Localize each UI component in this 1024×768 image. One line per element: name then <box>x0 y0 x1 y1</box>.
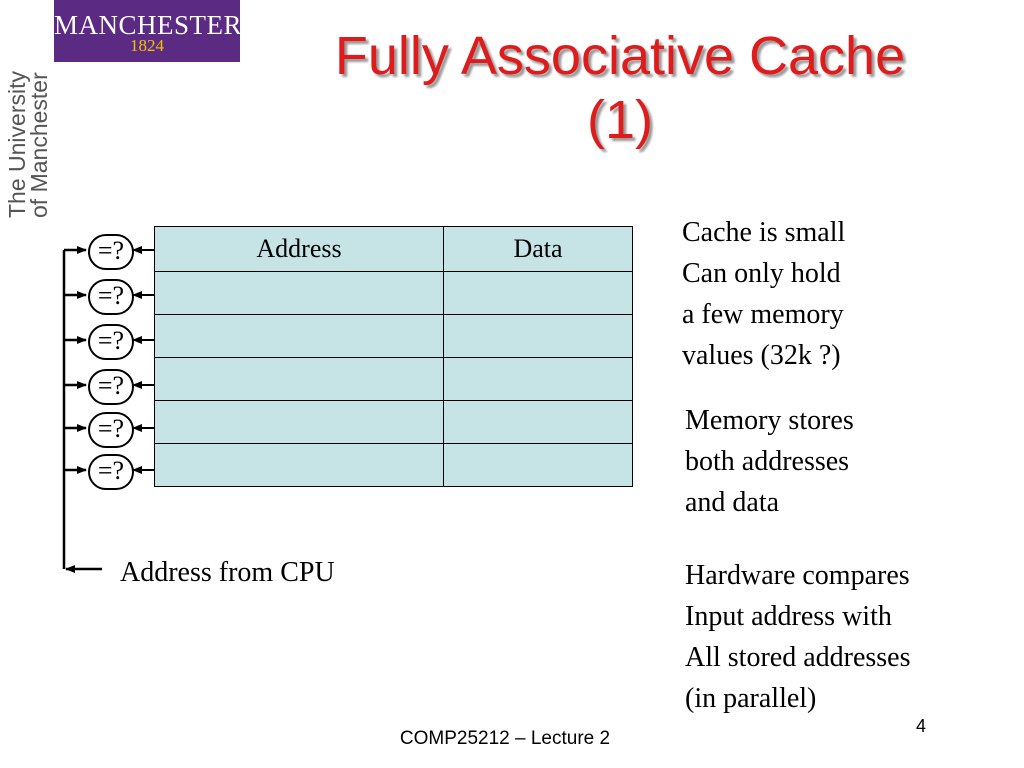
slide-title-line-2: (1) <box>587 90 653 150</box>
slide-footer: COMP25212 – Lecture 2 <box>399 728 611 749</box>
note-line: and data <box>685 487 780 518</box>
note-line: both addresses <box>685 446 850 477</box>
comparator: =? <box>88 234 134 270</box>
logo-year: 1824 <box>130 36 164 55</box>
note-line: a few memory <box>682 299 844 330</box>
data-cell <box>443 443 633 487</box>
comparator: =? <box>88 279 134 315</box>
address-cell <box>154 443 444 487</box>
note-line: All stored addresses <box>685 642 911 673</box>
data-cell <box>443 314 633 358</box>
comparator: =? <box>88 324 134 360</box>
cache-row <box>154 271 633 315</box>
note-line: Input address with <box>685 601 892 632</box>
note-memory-stores: Memory stores both addresses and data <box>685 400 854 523</box>
note-line: Cache is small <box>682 217 846 248</box>
logo-name: MANCHESTER <box>54 10 243 40</box>
page-number: 4 <box>915 716 926 736</box>
slide-title-line-1: Fully Associative Cache <box>334 26 906 86</box>
cache-row <box>154 400 633 444</box>
comparator: =? <box>88 369 134 405</box>
note-line: Can only hold <box>682 258 841 289</box>
comparator: =? <box>88 412 134 448</box>
note-line: values (32k ?) <box>682 340 841 371</box>
note-cache-size: Cache is small Can only hold a few memor… <box>682 212 845 376</box>
cpu-address-bus <box>62 246 102 573</box>
cache-table: Address Data <box>154 226 633 487</box>
data-cell <box>443 271 633 315</box>
note-hardware-compares: Hardware compares Input address with All… <box>685 555 911 719</box>
address-cell <box>154 400 444 444</box>
row-to-comparator-arrows <box>132 246 154 474</box>
cache-row <box>154 443 633 487</box>
comparator: =? <box>88 454 134 490</box>
note-line: Hardware compares <box>685 560 910 591</box>
university-logo: MANCHESTER 1824 <box>54 0 243 62</box>
note-line: (in parallel) <box>685 683 817 714</box>
note-line: Memory stores <box>685 405 854 436</box>
data-header: Data <box>443 226 633 272</box>
slide-title: Fully Associative Cache (1) <box>250 24 990 152</box>
data-cell <box>443 400 633 444</box>
cpu-address-label: Address from CPU <box>120 557 335 588</box>
